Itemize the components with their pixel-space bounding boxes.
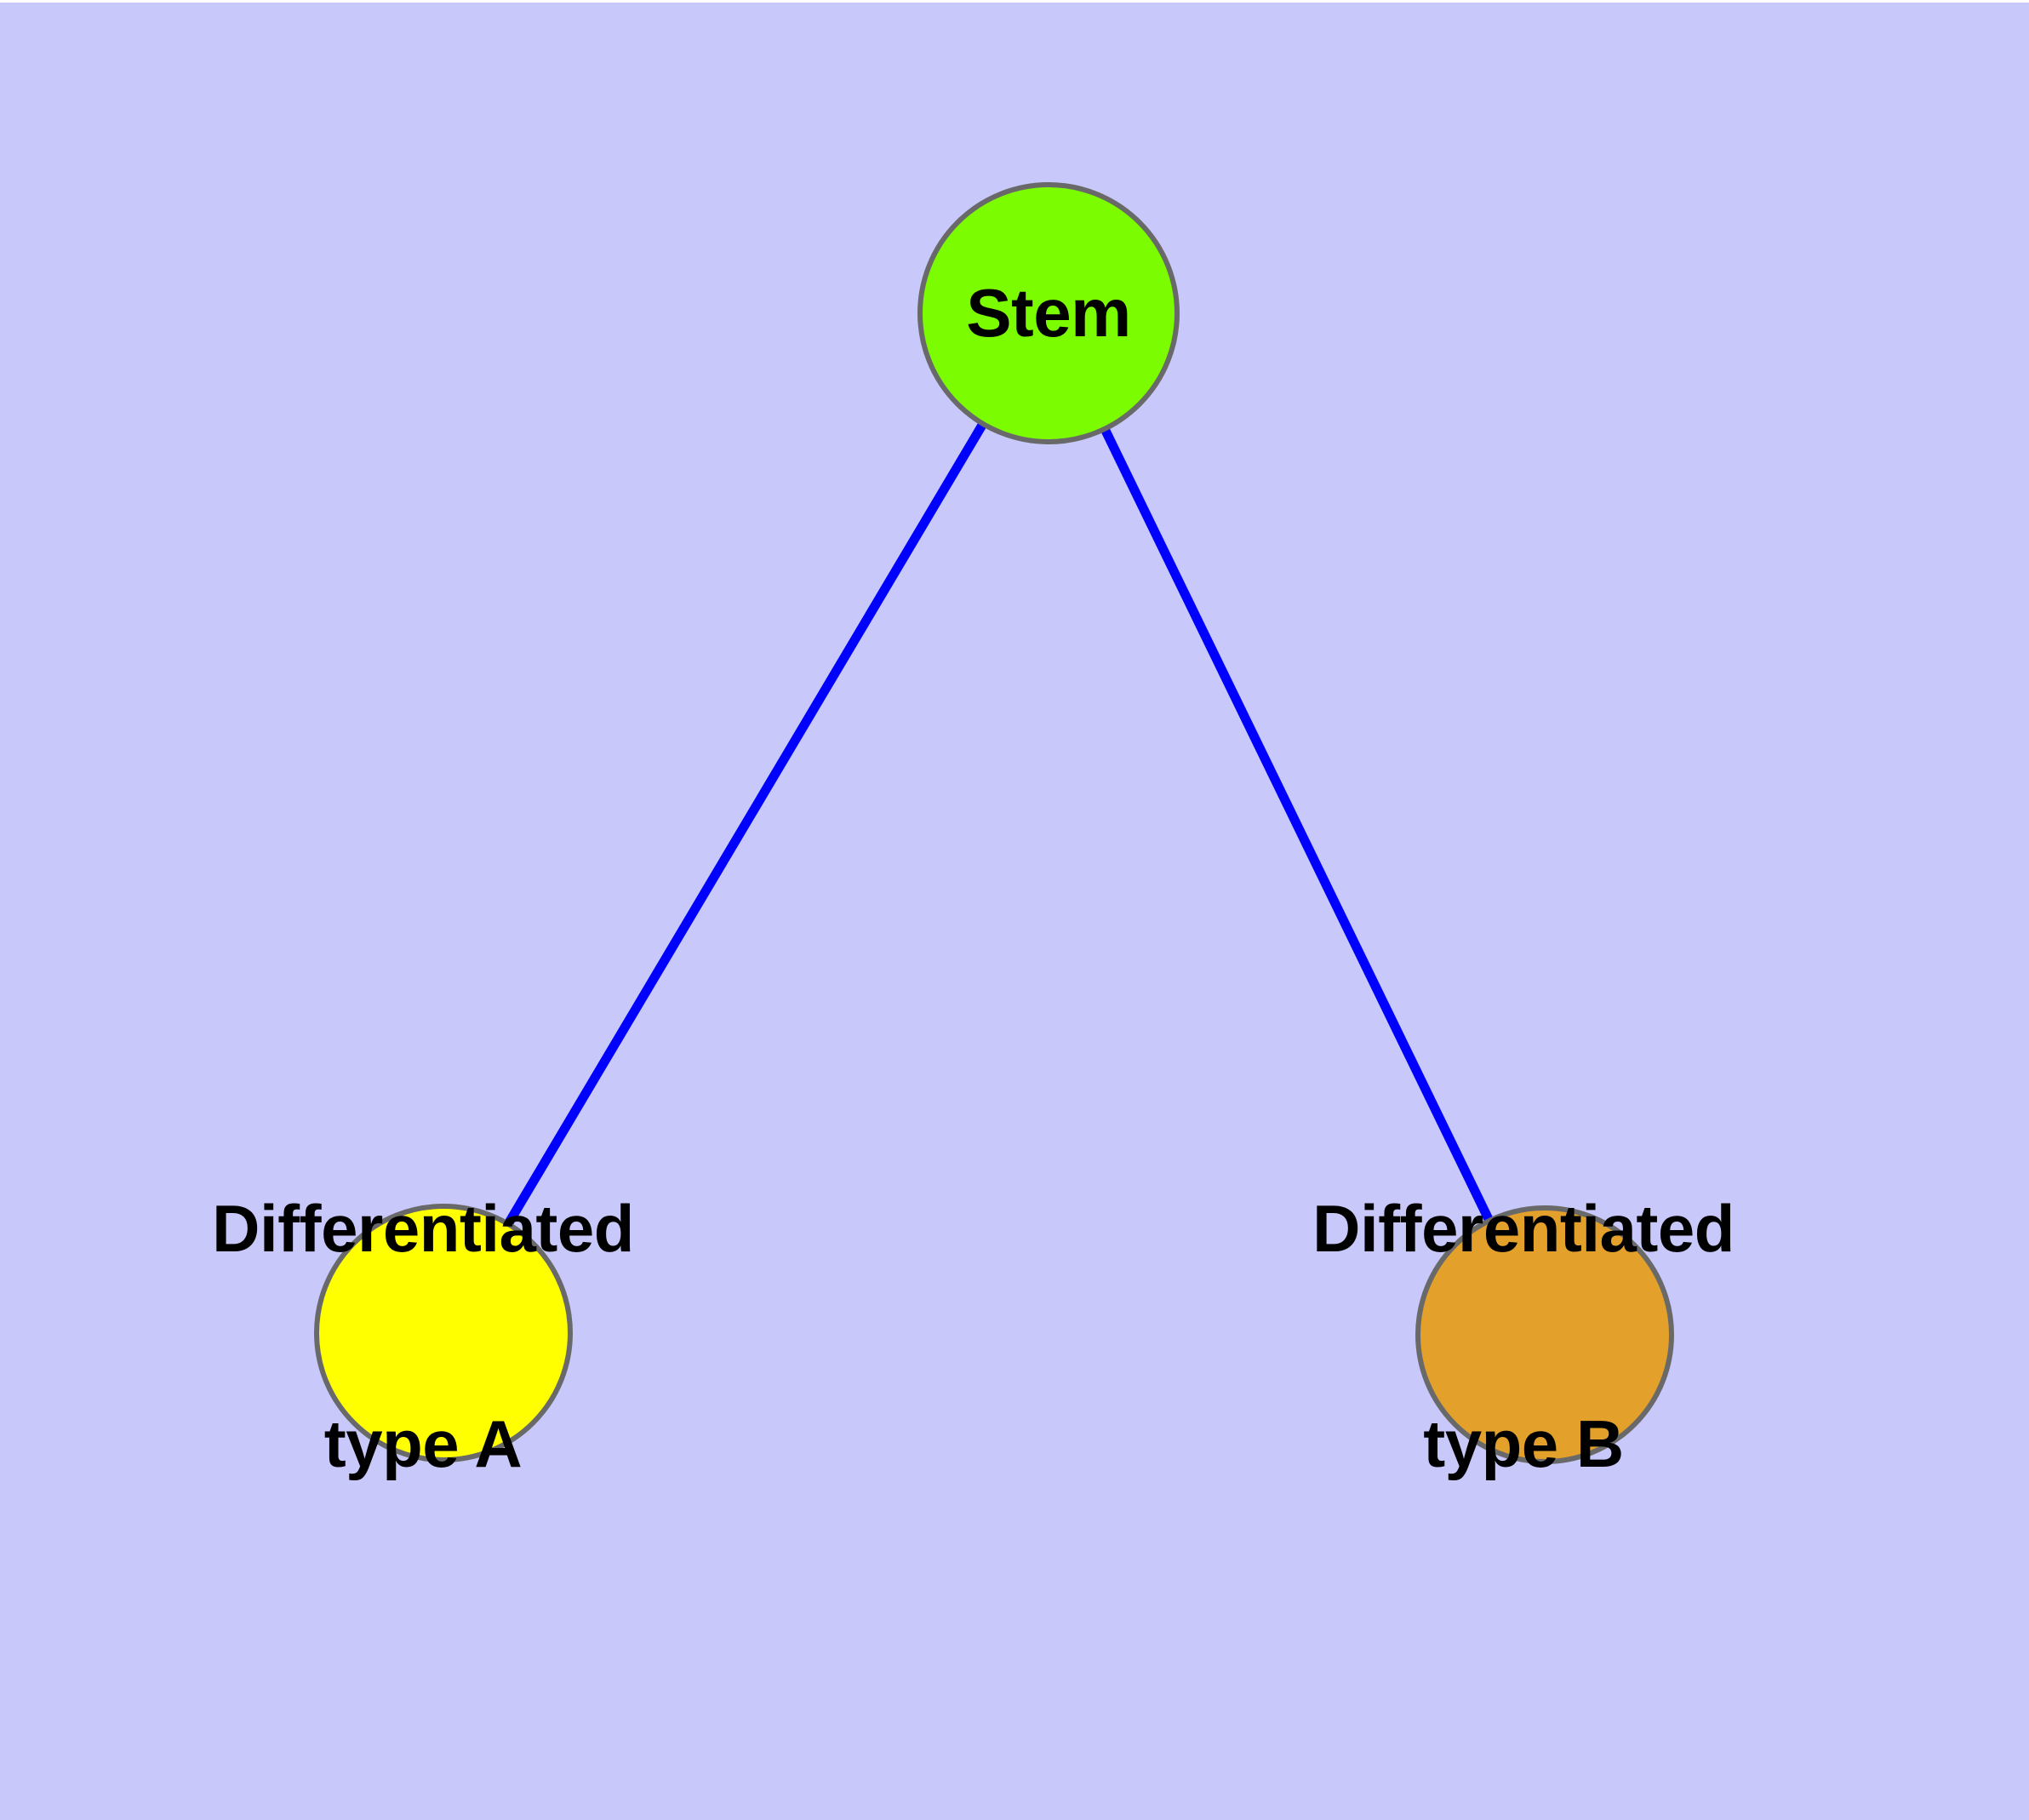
node-differentiated-type-b[interactable] xyxy=(1415,1205,1674,1464)
node-differentiated-type-a[interactable] xyxy=(314,1204,573,1462)
edge-stem-to-differentiated-type-b xyxy=(1044,311,1549,1337)
node-stem[interactable] xyxy=(917,182,1180,444)
edge-layer xyxy=(439,311,1549,1337)
edge-stem-to-differentiated-type-a xyxy=(439,311,1053,1336)
node-layer xyxy=(314,182,1674,1464)
